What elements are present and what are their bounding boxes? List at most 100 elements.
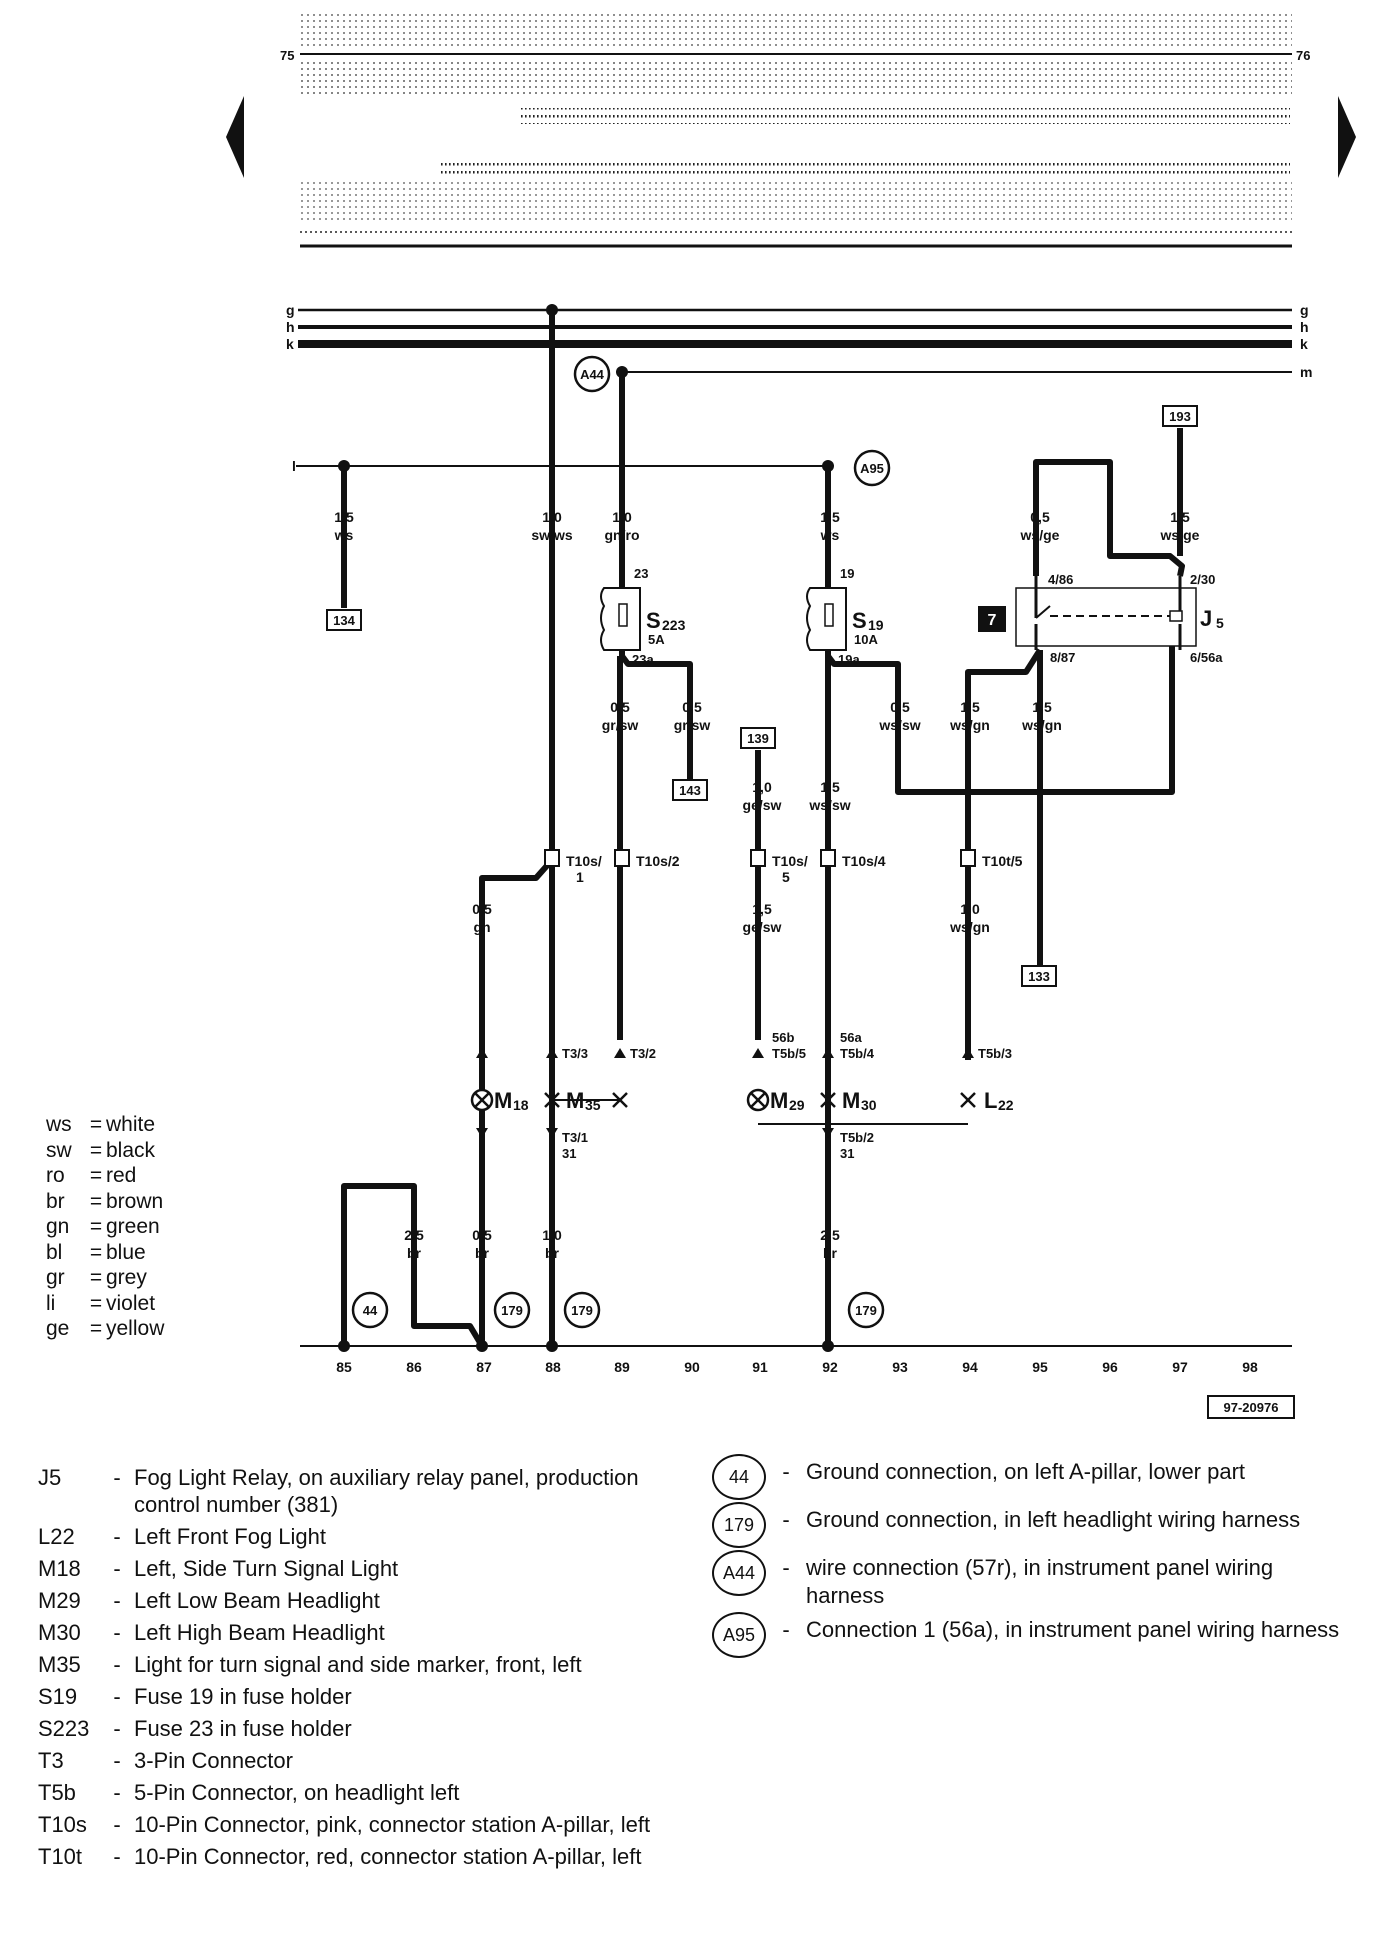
svg-text:T5b/4: T5b/4: [840, 1046, 875, 1061]
svg-text:S: S: [852, 608, 867, 633]
svg-text:M: M: [494, 1088, 512, 1113]
connector-pins: [544, 849, 976, 867]
svg-text:91: 91: [752, 1359, 768, 1375]
svg-text:T3/2: T3/2: [630, 1046, 656, 1061]
svg-text:A44: A44: [580, 367, 605, 382]
svg-text:6/56a: 6/56a: [1190, 650, 1223, 665]
legend-item-t3: T3-3-Pin Connector: [38, 1748, 293, 1773]
svg-text:90: 90: [684, 1359, 700, 1375]
lamp-m29[interactable]: M 29: [746, 1088, 805, 1113]
svg-text:1,5: 1,5: [820, 779, 840, 795]
ground-symbol-icon: 44: [712, 1454, 766, 1500]
wire-connection-a95: A95: [853, 449, 891, 487]
svg-text:T10s/: T10s/: [772, 853, 808, 869]
wire-color-key: ws=white sw=black ro=red br=brown gn=gre…: [46, 1112, 246, 1342]
color-key-row: ge=yellow: [46, 1317, 165, 1340]
svg-text:92: 92: [822, 1359, 838, 1375]
lamp-m18[interactable]: M 18: [470, 1088, 529, 1113]
lamp-m35[interactable]: M 35: [544, 1088, 628, 1113]
color-key-row: ws=white: [46, 1113, 156, 1136]
svg-text:L: L: [984, 1088, 997, 1113]
svg-text:19a: 19a: [838, 652, 860, 667]
ref-box-143[interactable]: 143: [672, 779, 708, 801]
legend-item-m29: M29-Left Low Beam Headlight: [38, 1588, 380, 1613]
svg-text:T3/3: T3/3: [562, 1046, 588, 1061]
ref-box-133[interactable]: 133: [1021, 965, 1057, 987]
ref-box-139[interactable]: 139: [740, 727, 776, 749]
lamp-l22[interactable]: L 22: [960, 1088, 1014, 1113]
svg-text:0,5: 0,5: [472, 901, 492, 917]
svg-text:J: J: [1200, 606, 1212, 631]
svg-text:23: 23: [634, 566, 648, 581]
legend-item-t10s: T10s-10-Pin Connector, pink, connector s…: [38, 1812, 651, 1837]
svg-text:1,5: 1,5: [752, 901, 772, 917]
connection-symbol-icon: A95: [712, 1612, 766, 1658]
fuse-s19[interactable]: 19 S 19 10A 19a: [806, 566, 884, 667]
svg-text:0,5: 0,5: [472, 1227, 492, 1243]
svg-text:ws/gn: ws/gn: [949, 919, 990, 935]
ground-44: 44: [351, 1291, 389, 1329]
svg-text:M: M: [842, 1088, 860, 1113]
previous-page-arrow[interactable]: [226, 96, 244, 178]
next-page-arrow[interactable]: [1338, 96, 1356, 178]
svg-text:M: M: [770, 1088, 788, 1113]
bus-label-k-right: k: [1300, 336, 1308, 352]
color-key-row: br=brown: [46, 1189, 164, 1213]
fuse-s223[interactable]: 23 S 223 5A 23a: [600, 566, 686, 667]
color-key-row: li=violet: [46, 1291, 156, 1315]
color-key-row: gr=grey: [46, 1266, 147, 1289]
legend-item-s19: S19-Fuse 19 in fuse holder: [38, 1684, 352, 1709]
svg-text:ge/sw: ge/sw: [743, 919, 782, 935]
color-key-row: ro=red: [46, 1164, 137, 1187]
figure-id: 97-20976: [1207, 1395, 1295, 1419]
legend-item-a44: A44-wire connection (57r), in instrument…: [712, 1550, 1352, 1610]
bus-label-h-left: h: [286, 319, 295, 335]
ref-box-134[interactable]: 134: [326, 609, 362, 631]
svg-text:5A: 5A: [648, 632, 665, 647]
wire-connection-a44: A44: [573, 355, 611, 393]
grid-numbers: 85 86 87 88 89 90 91 92 93 94 95 96 97 9…: [336, 1359, 1258, 1375]
lamp-m30[interactable]: M 30: [820, 1088, 877, 1113]
svg-text:86: 86: [406, 1359, 422, 1375]
svg-text:85: 85: [336, 1359, 352, 1375]
svg-text:31: 31: [562, 1146, 576, 1161]
svg-text:ws: ws: [820, 527, 840, 543]
page-number-right: 76: [1296, 48, 1310, 63]
ground-179-a: 179: [493, 1291, 531, 1329]
svg-text:94: 94: [962, 1359, 978, 1375]
svg-text:56a: 56a: [840, 1030, 862, 1045]
svg-text:gr/sw: gr/sw: [674, 717, 711, 733]
relay-location-badge: 7: [978, 606, 1006, 632]
svg-text:br: br: [823, 1245, 838, 1261]
svg-text:179: 179: [501, 1303, 523, 1318]
svg-text:1,5: 1,5: [960, 699, 980, 715]
continuation-strip: 75 76: [280, 14, 1310, 248]
ground-symbol-icon: 179: [712, 1502, 766, 1548]
svg-text:179: 179: [571, 1303, 593, 1318]
svg-text:T3/1: T3/1: [562, 1130, 588, 1145]
svg-text:T5b/2: T5b/2: [840, 1130, 874, 1145]
ref-box-193[interactable]: 193: [1162, 405, 1198, 427]
svg-text:8/87: 8/87: [1050, 650, 1075, 665]
svg-text:T10t/5: T10t/5: [982, 853, 1023, 869]
bus-label-k-left: k: [286, 336, 294, 352]
ground-179-c: 179: [847, 1291, 885, 1329]
svg-text:97: 97: [1172, 1359, 1188, 1375]
svg-text:7: 7: [988, 612, 997, 629]
legend-item-m18: M18-Left, Side Turn Signal Light: [38, 1556, 399, 1581]
pin-arrows: [476, 1048, 974, 1138]
legend-item-m30: M30-Left High Beam Headlight: [38, 1620, 385, 1645]
relay-j5[interactable]: J 5 4/86 2/30 8/87 6/56a: [1015, 572, 1224, 665]
svg-text:1,0: 1,0: [960, 901, 980, 917]
wiring-diagram: 75 76 g h k g h k m l: [226, 14, 1356, 1419]
svg-text:2,5: 2,5: [404, 1227, 424, 1243]
legend-item-s223: S223-Fuse 23 in fuse holder: [38, 1716, 352, 1741]
connection-symbol-icon: A44: [712, 1550, 766, 1596]
svg-text:139: 139: [747, 731, 769, 746]
svg-text:87: 87: [476, 1359, 492, 1375]
pin-labels: T3/3 T3/2 T3/1 31 56b T5b/5 56a T5b/4 T5…: [562, 1030, 1012, 1161]
connection-legend: 44-Ground connection, on left A-pillar, …: [712, 1454, 1352, 1664]
svg-text:31: 31: [840, 1146, 854, 1161]
svg-text:19: 19: [840, 566, 854, 581]
svg-text:ws/ge: ws/ge: [1020, 527, 1060, 543]
